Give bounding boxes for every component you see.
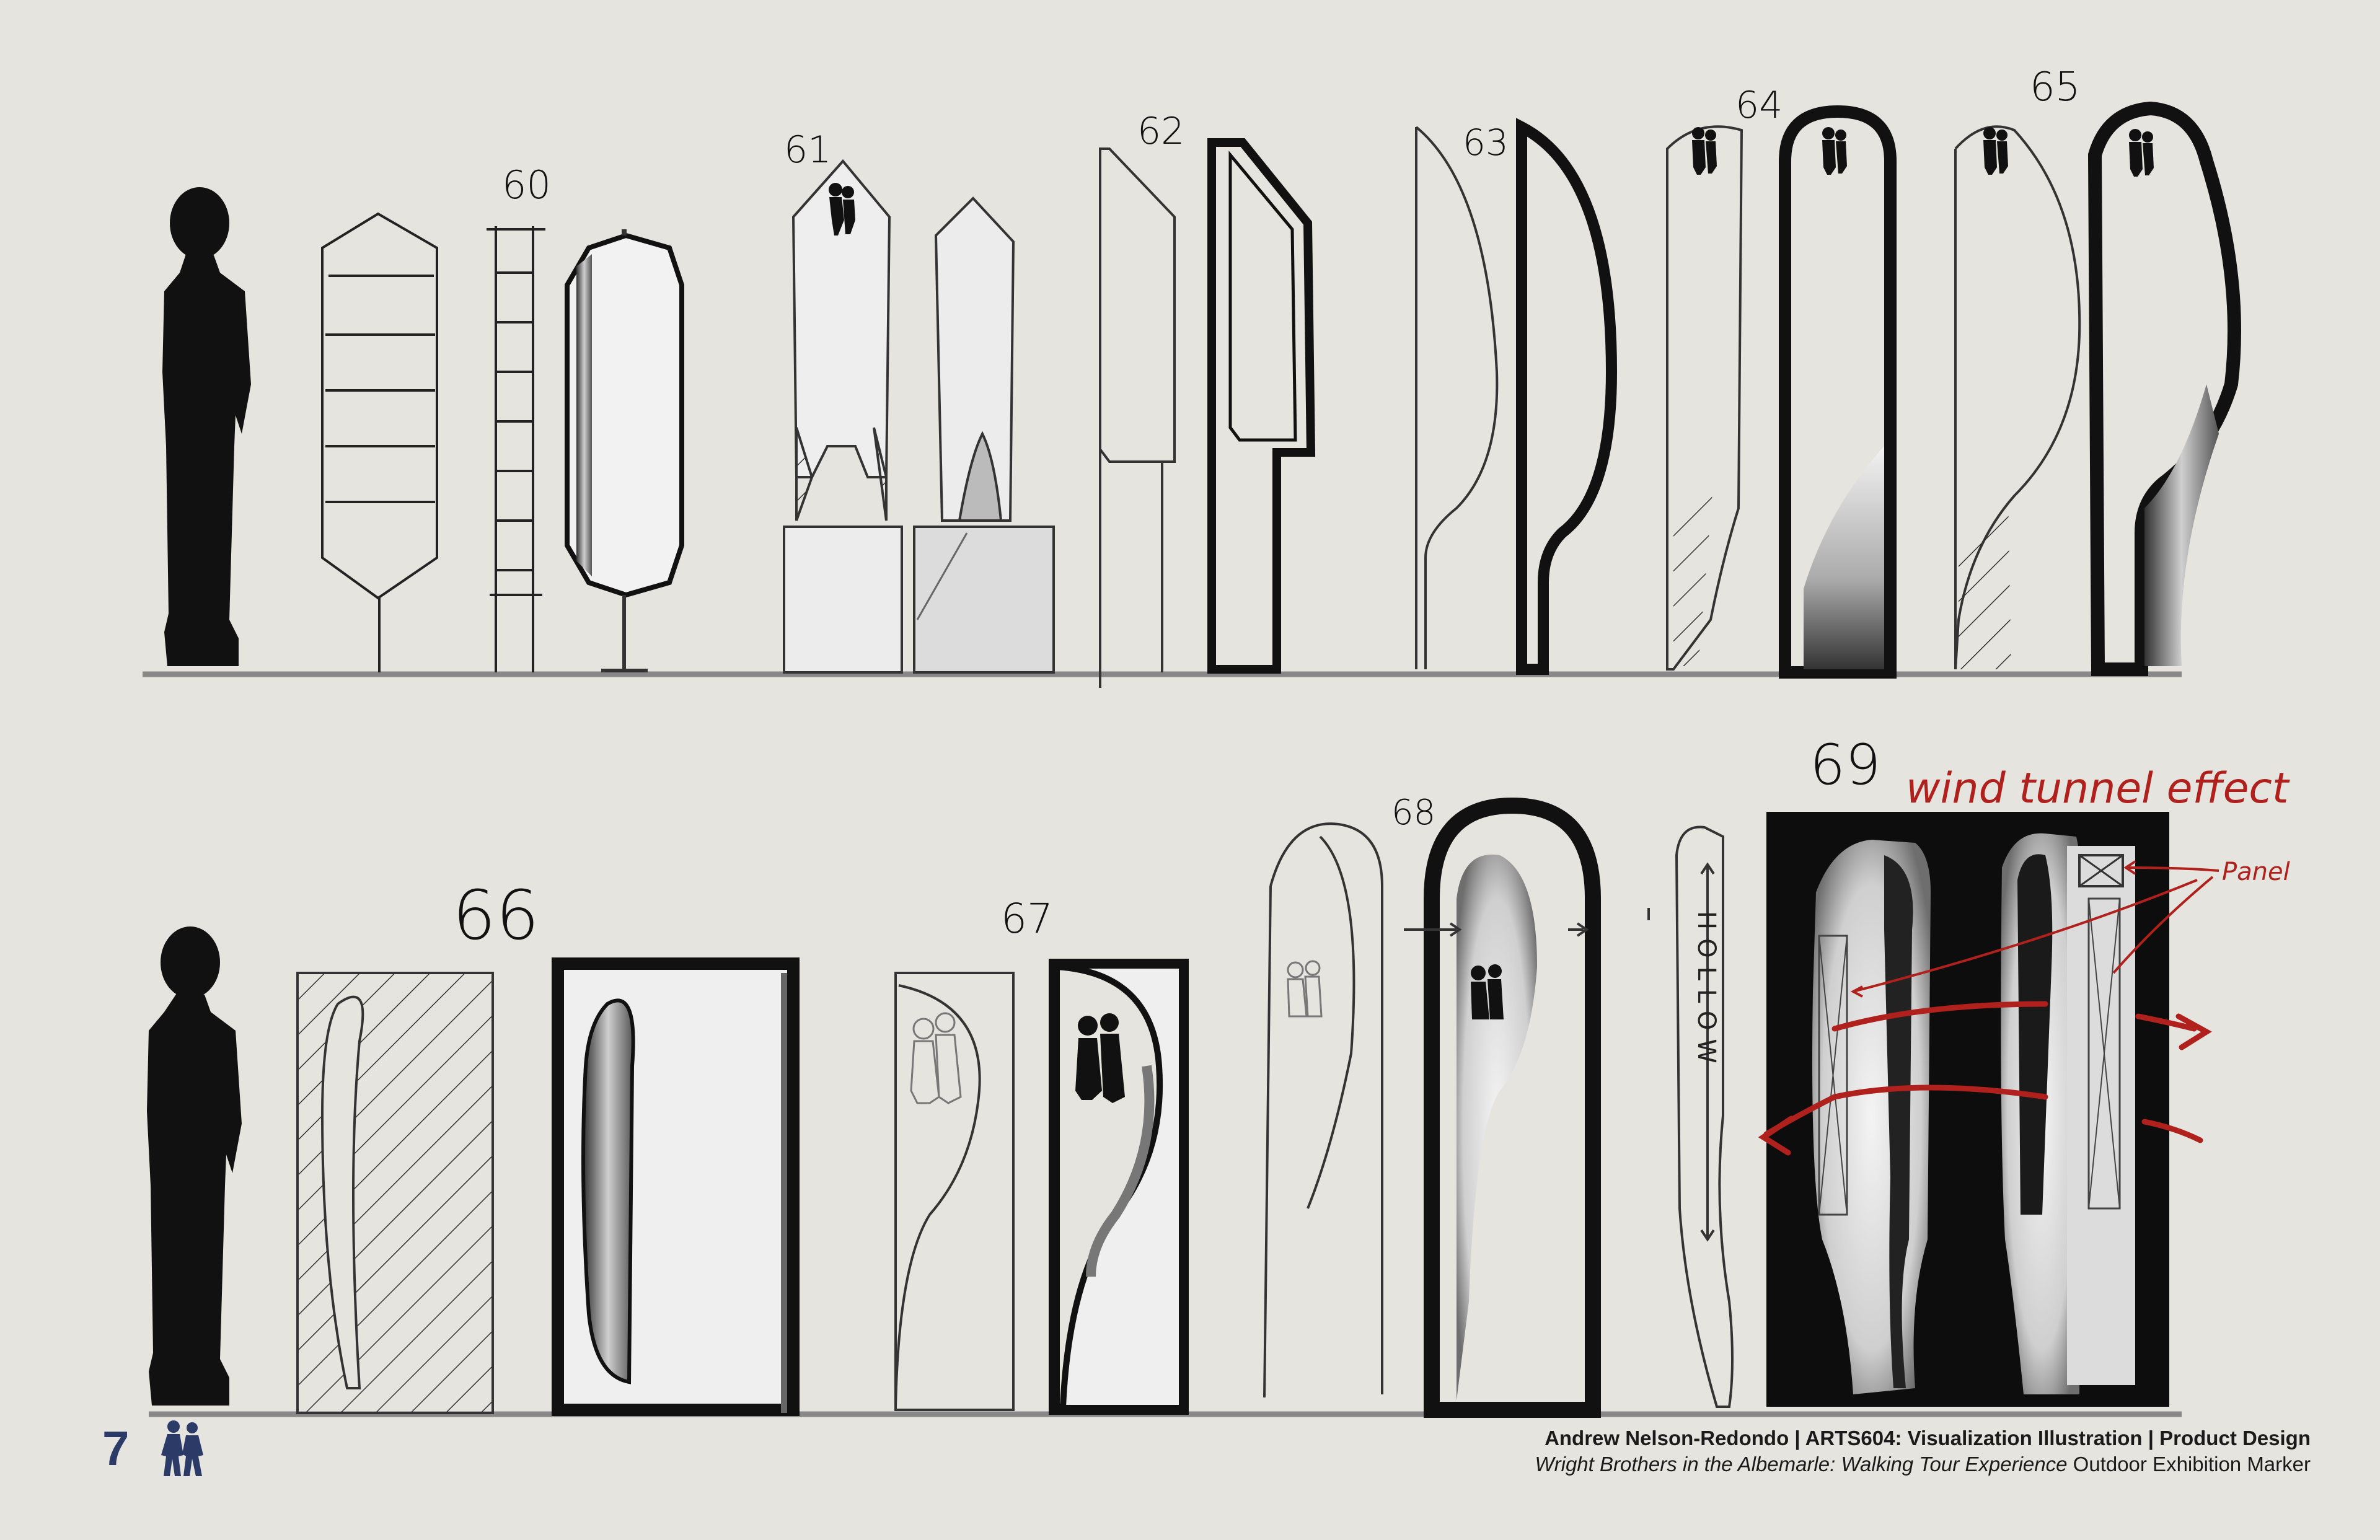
walker-icons-top-row: [1692, 127, 2154, 177]
wind-tunnel-effect-note: wind tunnel effect: [1906, 764, 2290, 813]
airflow-arrows: [1758, 1001, 2212, 1156]
walker-icons-67: [910, 1012, 1125, 1104]
panel-label: Panel: [2222, 858, 2290, 886]
sketch-63-bold-curve: [1516, 118, 1618, 675]
author-credit: Andrew Nelson-Redondo | ARTS604: Visuali…: [1545, 1427, 2311, 1450]
sketch-69-hollow-outline: [1647, 825, 1734, 1408]
project-subtitle: Wright Brothers in the Albemarle: Walkin…: [1535, 1451, 2311, 1477]
page-footer-left: 7: [102, 1419, 213, 1478]
human-scale-figure-bottom: [147, 926, 242, 1406]
sketch-number-65: 65: [2030, 64, 2080, 110]
walking-figures-logo-icon: [161, 1420, 204, 1476]
sketch-60-rendered-capsule: [565, 229, 684, 672]
sketch-62-bold-flag: [1207, 138, 1316, 674]
sketch-number-61: 61: [784, 128, 831, 172]
sketch-64-bold-arch: [1779, 105, 1897, 679]
sketch-65-outline-s-curve: [1954, 125, 2081, 670]
sketch-number-64: 64: [1735, 84, 1783, 127]
sketch-65-bold-s-curve: [2087, 101, 2241, 676]
sketch-number-66: 66: [452, 876, 539, 955]
project-title-rest: Outdoor Exhibition Marker: [2067, 1453, 2311, 1476]
page-footer-right: Andrew Nelson-Redondo | ARTS604: Visuali…: [1535, 1425, 2311, 1477]
page-number: 7: [102, 1421, 130, 1476]
hollow-label: HOLLOW: [1692, 911, 1721, 1072]
sketch-number-69: 69: [1810, 733, 1881, 798]
human-scale-figure-top: [162, 187, 251, 666]
sketch-67-bold-wave: [1049, 959, 1189, 1415]
sketch-67-outline-wave: [894, 972, 1015, 1411]
project-title-italic: Wright Brothers in the Albemarle: Walkin…: [1535, 1453, 2068, 1476]
sketch-number-63: 63: [1463, 121, 1509, 164]
sketch-68-outline-arch: [1263, 822, 1383, 1398]
sketch-63-outline-curve: [1415, 126, 1499, 669]
sketch-number-62: 62: [1137, 110, 1184, 153]
sketch-66-hatched-panel: [296, 972, 494, 1414]
sketch-68-bold-arch: [1404, 797, 1601, 1418]
sketch-number-67: 67: [1001, 895, 1053, 943]
sketch-66-framed-panel: [552, 957, 800, 1416]
sketch-61-pointed-on-plinth: [783, 159, 1055, 674]
sketch-64-outline-arch: [1666, 125, 1743, 671]
walker-icons-68: [1287, 960, 1504, 1019]
sketch-62-outline-flag: [1099, 147, 1176, 688]
sketch-number-68: 68: [1391, 793, 1435, 833]
sketch-69-black-backdrop-render: [1766, 812, 2169, 1407]
sketch-60-diamond-lattice: [321, 212, 545, 672]
sketch-61-walker-icon: [829, 183, 855, 235]
panel-callout-arrows: [1850, 860, 2219, 998]
sketch-number-60: 60: [502, 162, 551, 208]
